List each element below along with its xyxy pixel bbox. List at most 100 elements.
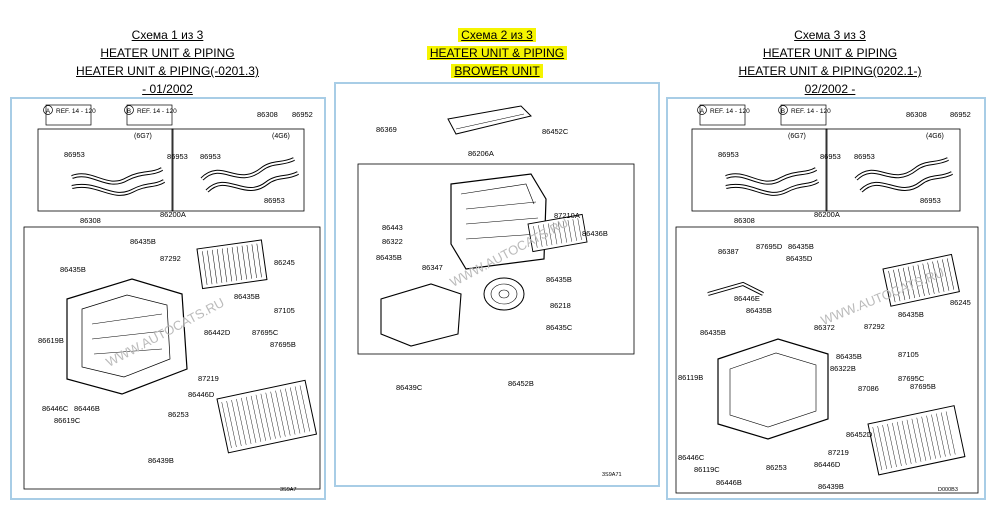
part-number-label: 86435B	[376, 253, 402, 262]
part-number-label: 86245	[274, 258, 295, 267]
part-number-label: 86308	[257, 110, 278, 119]
scheme-3-header: Схема 3 из 3 HEATER UNIT & PIPING HEATER…	[664, 26, 996, 98]
part-number-label: 86953	[820, 152, 841, 161]
part-number-label: 86435B	[60, 265, 86, 274]
part-number-label: 86953	[718, 150, 739, 159]
scheme-3-line2[interactable]: HEATER UNIT & PIPING(0202.1-)	[738, 64, 922, 78]
scheme-1-diagram[interactable]: A B REF. 14 - 120 REF. 14 - 120 (6G7) (4…	[10, 97, 326, 500]
scheme-1-box-6g7: (6G7)	[134, 133, 152, 140]
part-number-label: 86435B	[700, 328, 726, 337]
part-number-label: 86446C	[678, 453, 705, 462]
part-number-label: 86452B	[508, 379, 534, 388]
ref-a-letter: A	[700, 109, 704, 115]
scheme-3-drawing: A B REF. 14 - 120 REF. 14 - 120 (6G7) (4…	[675, 104, 979, 494]
part-number-label: 86953	[264, 196, 285, 205]
part-number-label: 86439B	[818, 482, 844, 491]
part-number-label: 86245	[950, 298, 971, 307]
part-number-label: 87219	[828, 448, 849, 457]
ref-a-letter: A	[46, 109, 50, 115]
scheme-2-title[interactable]: Схема 2 из 3	[458, 28, 536, 42]
scheme-3-line3[interactable]: 02/2002 -	[804, 82, 856, 96]
part-number-label: 87210A	[554, 211, 580, 220]
part-number-label: 86619C	[54, 416, 81, 425]
part-number-label: 87695C	[252, 328, 279, 337]
part-number-label: 86206A	[468, 149, 494, 158]
part-number-label: 86446D	[814, 460, 841, 469]
part-number-label: 86435B	[546, 275, 572, 284]
part-number-label: 86952	[950, 110, 971, 119]
scheme-3-box-6g7: (6G7)	[788, 133, 806, 140]
part-number-label: 86253	[168, 410, 189, 419]
ref-b-letter: B	[781, 109, 785, 115]
part-number-label: 86435B	[788, 242, 814, 251]
part-number-label: 87292	[160, 254, 181, 263]
part-number-label: 86953	[920, 196, 941, 205]
part-number-label: 87695B	[910, 382, 936, 391]
scheme-2-header: Схема 2 из 3 HEATER UNIT & PIPING BROWER…	[330, 26, 664, 80]
part-number-label: 86446B	[716, 478, 742, 487]
part-number-label: 86439C	[396, 383, 423, 392]
scheme-1-ref-a: REF. 14 - 120	[56, 108, 96, 115]
scheme-2-code: 3S9A71	[602, 472, 622, 478]
scheme-3-box-4g6: (4G6)	[926, 133, 944, 140]
ref-b-letter: B	[127, 109, 131, 115]
part-number-label: 86435B	[130, 237, 156, 246]
scheme-1-line3[interactable]: - 01/2002	[142, 82, 193, 96]
part-number-label: 86200A	[814, 210, 840, 219]
part-number-label: 86372	[814, 323, 835, 332]
scheme-3-ref-b: REF. 14 - 120	[791, 108, 831, 115]
part-number-label: 86619B	[38, 336, 64, 345]
part-number-label: 86446C	[42, 404, 69, 413]
scheme-1-header: Схема 1 из 3 HEATER UNIT & PIPING HEATER…	[5, 26, 330, 98]
scheme-1-line1[interactable]: HEATER UNIT & PIPING	[100, 46, 235, 60]
scheme-2-line1[interactable]: HEATER UNIT & PIPING	[426, 46, 568, 60]
part-number-label: 86452D	[846, 430, 873, 439]
scheme-3-title[interactable]: Схема 3 из 3	[794, 28, 866, 42]
part-number-label: 86387	[718, 247, 739, 256]
part-number-label: 86435B	[836, 352, 862, 361]
scheme-2-line2[interactable]: BROWER UNIT	[451, 64, 543, 78]
part-number-label: 86446B	[74, 404, 100, 413]
part-number-label: 86446D	[188, 390, 215, 399]
part-number-label: 86435B	[234, 292, 260, 301]
part-number-label: 86119C	[694, 465, 720, 474]
scheme-3: Схема 3 из 3 HEATER UNIT & PIPING HEATER…	[664, 0, 996, 516]
part-number-label: 86443	[382, 223, 403, 232]
part-number-label: 86953	[200, 152, 221, 161]
scheme-1-code: 3S9A7	[280, 487, 297, 493]
part-number-label: 86446E	[734, 294, 760, 303]
scheme-3-ref-a: REF. 14 - 120	[710, 108, 750, 115]
part-number-label: 86442D	[204, 328, 231, 337]
part-number-label: 86953	[64, 150, 85, 159]
part-number-label: 87086	[858, 384, 879, 393]
part-number-label: 86953	[854, 152, 875, 161]
part-number-label: 86308	[906, 110, 927, 119]
scheme-3-part-labels: 86308 86952 86953 86953 86953 86953 86308 86200…	[678, 110, 971, 491]
part-number-label: 86308	[734, 216, 755, 225]
part-number-label: 86347	[422, 263, 443, 272]
part-number-label: 86200A	[160, 210, 186, 219]
scheme-3-diagram[interactable]: A B REF. 14 - 120 REF. 14 - 120 (6G7) (4…	[666, 97, 986, 500]
part-number-label: 87695B	[270, 340, 296, 349]
part-number-label: 86952	[292, 110, 313, 119]
scheme-1-box-4g6: (4G6)	[272, 133, 290, 140]
part-number-label: 86439B	[148, 456, 174, 465]
part-number-label: 86322B	[830, 364, 856, 373]
part-number-label: 87695C	[898, 374, 925, 383]
part-number-label: 86435D	[786, 254, 813, 263]
scheme-1-line2[interactable]: HEATER UNIT & PIPING(-0201.3)	[76, 64, 259, 78]
part-number-label: 86218	[550, 301, 571, 310]
part-number-label: 86953	[167, 152, 188, 161]
scheme-1-title[interactable]: Схема 1 из 3	[131, 28, 204, 42]
part-number-label: 86436B	[582, 229, 608, 238]
part-number-label: 87105	[898, 350, 919, 359]
scheme-3-code: D000B3	[938, 487, 958, 493]
part-number-label: 87219	[198, 374, 219, 383]
part-number-label: 86253	[766, 463, 787, 472]
scheme-2: Схема 2 из 3 HEATER UNIT & PIPING BROWER…	[330, 0, 664, 516]
scheme-1-ref-b: REF. 14 - 120	[137, 108, 177, 115]
scheme-3-line1[interactable]: HEATER UNIT & PIPING	[762, 46, 898, 60]
